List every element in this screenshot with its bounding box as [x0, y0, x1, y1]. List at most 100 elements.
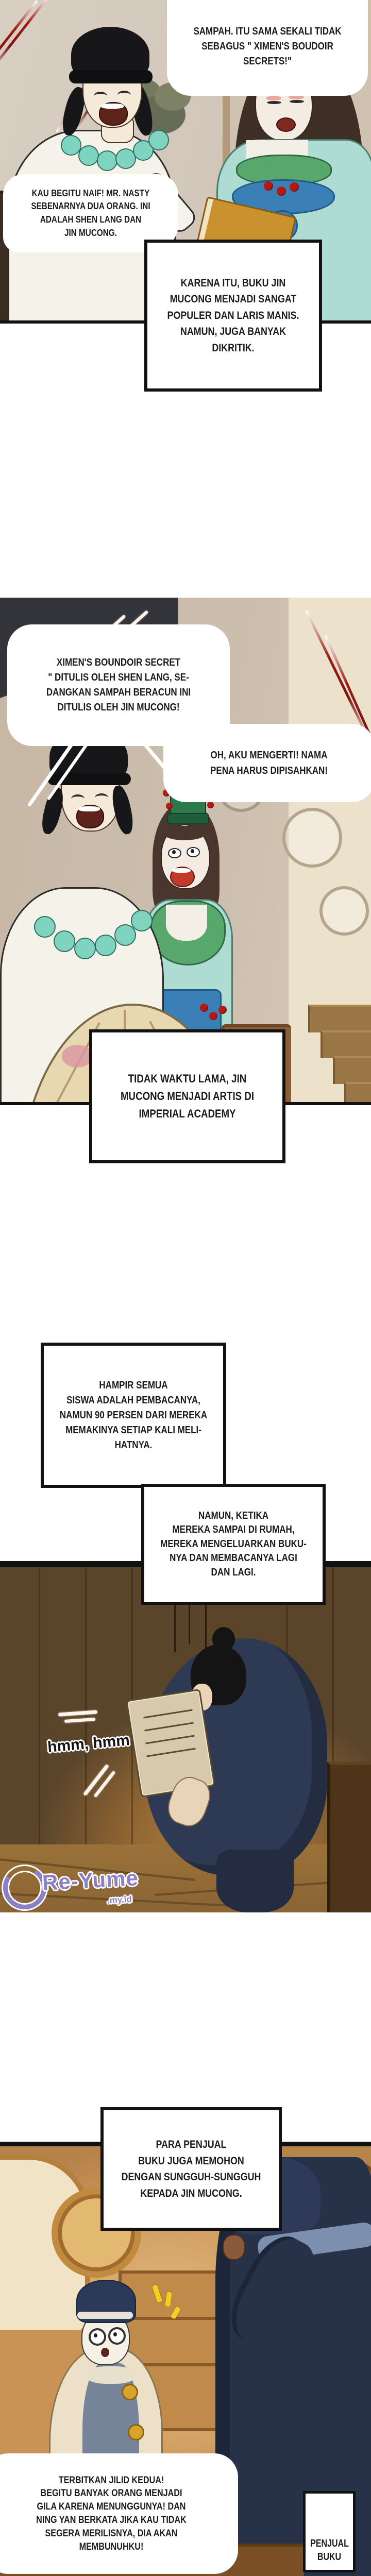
collar-scallop: [148, 130, 169, 150]
collar-scallop: [34, 916, 56, 938]
collar-scallop: [74, 938, 96, 959]
wide-eye: [108, 2327, 126, 2345]
caption-line: NAMUN 90 PERSEN DARI MEREKA: [59, 1409, 208, 1421]
bubble-line: XIMEN'S BOUNDOIR SECRET: [56, 657, 181, 668]
pupil: [191, 849, 194, 853]
chest-bead: [200, 1004, 208, 1012]
caption-line: MEMAKINYA SETIAP KALI MELI-: [65, 1424, 201, 1436]
caption-karena-itu: KARENA ITU, BUKU JIN MUCONG MENJADI SANG…: [144, 240, 322, 392]
collar-scallop: [61, 135, 81, 156]
vendor-cap-band: [77, 2312, 133, 2319]
motion-swoosh: [58, 1710, 98, 1717]
eye: [290, 100, 304, 103]
topknot-bun: [212, 1627, 235, 1652]
watermark-domain: .my.id: [107, 1894, 132, 1906]
caption-line: MEREKA MENGELUARKAN BUKU-: [160, 1538, 307, 1550]
wide-eye: [89, 2328, 106, 2346]
bubble-line: DANGKAN SAMPAH BERACUN INI: [46, 687, 191, 698]
speech-bubble-sampah: SAMPAH. ITU SAMA SEKALI TIDAK SEBAGUS " …: [167, 0, 368, 96]
teeth: [101, 104, 124, 109]
bubble-line: SEGERA MERILISNYA, DIA AKAN: [45, 2528, 178, 2539]
bubble-line: " DITULIS OLEH SHEN LANG, SE-: [48, 672, 189, 683]
wall-plank-line: [39, 1561, 40, 1912]
robe-collar: [87, 2366, 135, 2384]
caption-para-penjual: PARA PENJUAL BUKU JUGA MEMOHON DENGAN SU…: [100, 2107, 282, 2231]
chest-bead: [264, 181, 273, 191]
hanging-string: [174, 1567, 176, 1652]
laughing-eye: [71, 794, 85, 803]
hanging-string: [205, 1567, 207, 1656]
caption-line: DIKRITIK.: [212, 342, 255, 354]
reading-man-legs: [216, 1850, 294, 1912]
laughing-eye: [95, 793, 108, 802]
eye-shadow: [289, 95, 304, 99]
teeth: [172, 868, 191, 873]
pupil: [172, 850, 176, 854]
bubble-line: SEBAGUS " XIMEN'S BOUDOIR: [201, 40, 333, 52]
stair-step: [308, 1005, 371, 1032]
label-line: PENJUAL: [310, 2538, 349, 2549]
caption-line: NAMUN, JUGA BANYAK: [180, 326, 286, 338]
bubble-line: JIN MUCONG.: [64, 227, 117, 238]
stair-step: [344, 1082, 371, 1105]
laughing-eye: [94, 92, 107, 100]
chest-bead: [218, 1006, 227, 1014]
hat-bead: [166, 803, 173, 809]
laughing-eye: [117, 91, 131, 99]
chest-bead: [209, 1012, 217, 1020]
bubble-line: MEMBUNUHKU!: [79, 2541, 144, 2552]
wall-plank-line: [85, 1561, 87, 1912]
caption-line: POPULER DAN LARIS MANIS.: [167, 309, 299, 321]
bubble-line: SEBENARNYA DUA ORANG. INI: [31, 201, 150, 212]
caption-line: NAMUN, KETIKA: [198, 1510, 268, 1521]
caption-line: NYA DAN MEMBACANYA LAGI: [170, 1552, 297, 1564]
gold-clasp: [128, 2424, 144, 2441]
bubble-line: GILA KARENA MENUNGGUNYA! DAN: [37, 2501, 186, 2513]
stair-step: [333, 1056, 371, 1084]
panel-3: [0, 1561, 371, 1912]
bubble-line: DITULIS OLEH JIN MUCONG!: [57, 702, 180, 713]
teeth: [78, 806, 100, 811]
caption-line: PARA PENJUAL: [156, 2139, 227, 2150]
bubble-line: PENA HARUS DIPISAHKAN!: [210, 765, 328, 776]
label-line: BUKU: [317, 2551, 342, 2563]
caption-line: SISWA ADALAH PEMBACANYA,: [66, 1394, 200, 1406]
bubble-line: SECRETS!": [243, 55, 292, 67]
hanging-string: [189, 1567, 190, 1645]
hat-bead: [207, 802, 214, 808]
bubble-line: ADALAH SHEN LANG DAN: [40, 214, 142, 225]
collar-scallop: [95, 935, 116, 956]
hairline: [163, 826, 206, 840]
wall-medallion: [319, 886, 369, 936]
caption-line: BUKU JUGA MEMOHON: [138, 2155, 244, 2167]
caption-line: KEPADA JIN MUCONG.: [140, 2187, 242, 2199]
caption-line: HAMPIR SEMUA: [99, 1379, 168, 1391]
robe-inner-collar: [166, 905, 207, 941]
wall-medallion: [282, 808, 342, 868]
collar-scallop: [78, 145, 99, 166]
stair-step: [321, 1030, 371, 1058]
bubble-line: SAMPAH. ITU SAMA SEKALI TIDAK: [193, 25, 342, 37]
bubble-line: NING YAN BERKATA JIKA KAU TIDAK: [36, 2515, 187, 2526]
caption-line: MEREKA SAMPAI DI RUMAH,: [172, 1524, 295, 1536]
pupil: [113, 2332, 117, 2336]
caption-hampir-semua: HAMPIR SEMUA SISWA ADALAH PEMBACANYA, NA…: [41, 1343, 226, 1488]
chest-bead: [277, 187, 286, 196]
caption-namun-ketika: NAMUN, KETIKA MEREKA SAMPAI DI RUMAH, ME…: [141, 1484, 326, 1605]
label-penjual-buku: PENJUAL BUKU: [303, 2491, 356, 2572]
eye-shadow: [266, 96, 281, 100]
eye: [267, 101, 281, 104]
speech-bubble-oh-aku-mengerti: OH, AKU MENGERTI! NAMA PENA HARUS DIPISA…: [163, 724, 371, 802]
collar-scallop: [115, 148, 136, 169]
speed-line: [0, 0, 39, 83]
caption-line: HATNYA.: [114, 1439, 153, 1451]
bubble-line: BEGITU BANYAK ORANG MENJADI: [40, 2488, 182, 2499]
caption-line: MUCONG MENJADI SANGAT: [170, 293, 297, 306]
caption-line: TIDAK WAKTU LAMA, JIN: [128, 1072, 247, 1085]
raised-hand: [223, 2234, 245, 2260]
wall-plank-line: [332, 1561, 334, 1912]
green-hat-band: [167, 813, 209, 824]
cabinet-shelf-line: [122, 2363, 226, 2366]
motion-swoosh: [93, 1770, 116, 1798]
caption-tidak-waktu-lama: TIDAK WAKTU LAMA, JIN MUCONG MENJADI ART…: [89, 1029, 285, 1163]
